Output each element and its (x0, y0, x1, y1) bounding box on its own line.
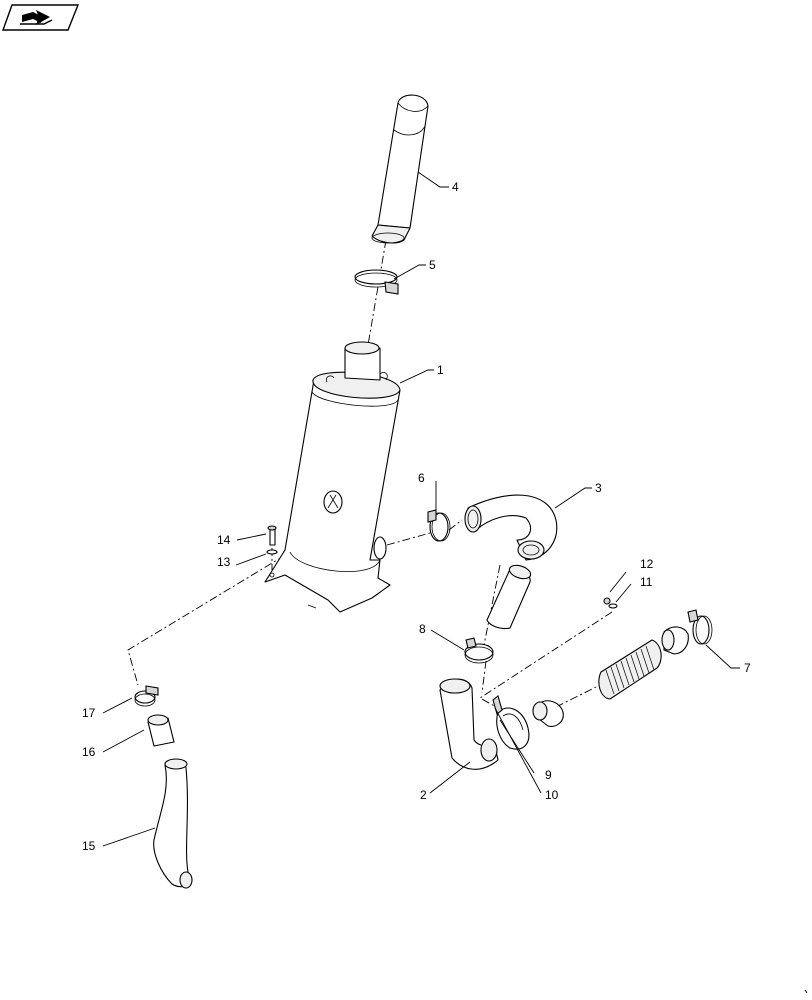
leader-lines (102, 171, 740, 847)
bolt (267, 525, 277, 546)
drain-hose (153, 758, 193, 889)
washer-13 (266, 549, 278, 555)
inlet-clamp (427, 509, 451, 542)
callout-7: 7 (744, 661, 751, 675)
callout-16: 16 (82, 745, 96, 759)
callout-2: 2 (420, 788, 427, 802)
flange-bracket (492, 695, 503, 715)
washer-11 (608, 603, 618, 609)
bellows-pipe (598, 639, 662, 700)
muffler (264, 341, 401, 613)
callout-13: 13 (217, 555, 231, 569)
connector-pipe (486, 564, 532, 630)
callout-12: 12 (640, 557, 654, 571)
adapter-tube (532, 700, 564, 727)
callout-10: 10 (545, 788, 559, 802)
callout-17: 17 (82, 706, 96, 720)
upper-elbow-pipe (464, 494, 558, 561)
exhaust-stack (371, 94, 429, 244)
callout-9: 9 (545, 768, 552, 782)
lower-elbow-pipe (439, 678, 499, 770)
callout-3: 3 (595, 481, 602, 495)
gasket (496, 707, 530, 750)
callout-1: 1 (437, 363, 444, 377)
callout-4: 4 (452, 180, 459, 194)
bellows-end-cup (661, 626, 689, 655)
callout-15: 15 (82, 839, 96, 853)
callout-5: 5 (429, 258, 436, 272)
callout-6: 6 (418, 471, 425, 485)
hose-clamp (134, 685, 159, 707)
hose-sleeve (147, 714, 175, 747)
callout-11: 11 (640, 575, 653, 589)
nut (603, 597, 611, 605)
callout-14: 14 (217, 533, 231, 547)
corner-mark (804, 989, 808, 994)
callout-labels: 4 5 1 3 6 14 13 12 11 7 8 9 10 2 17 16 1… (82, 180, 751, 853)
bellows-clamp (687, 609, 713, 645)
elbow-clamp (464, 637, 494, 664)
stack-clamp (354, 269, 399, 295)
book-open-arrow-icon[interactable] (2, 4, 80, 31)
callout-8: 8 (419, 622, 426, 636)
